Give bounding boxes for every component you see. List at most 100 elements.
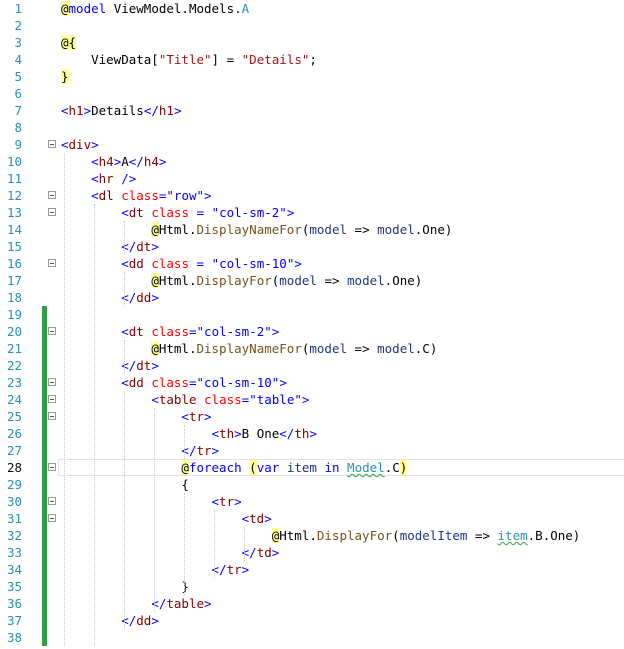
code-token: > [234, 494, 242, 509]
change-indicator-bar [42, 510, 47, 527]
code-line[interactable]: 35 } [0, 578, 624, 595]
collapse-icon[interactable] [48, 497, 56, 505]
code-line[interactable]: 9<div> [0, 136, 624, 153]
code-token: .C [384, 460, 400, 475]
code-token: modelItem [399, 528, 468, 543]
code-token: > [301, 392, 310, 407]
line-number: 31 [6, 511, 22, 526]
change-indicator-bar [42, 595, 47, 612]
line-number: 12 [6, 188, 22, 203]
code-token [61, 324, 121, 339]
line-number: 35 [6, 579, 22, 594]
code-token: .C) [414, 341, 438, 356]
code-token: "col-sm-10" [196, 375, 280, 390]
collapse-icon[interactable] [48, 514, 56, 522]
code-line[interactable]: 26 <th>B One</th> [0, 425, 624, 442]
code-line[interactable]: 25 <tr> [0, 408, 624, 425]
code-token: "Title" [158, 52, 212, 67]
code-line[interactable]: 21 @Html.DisplayNameFor(model => model.C… [0, 340, 624, 357]
collapse-icon[interactable] [48, 191, 56, 199]
code-text: @{ [61, 34, 77, 51]
collapse-icon[interactable] [48, 140, 56, 148]
code-line[interactable]: 30 <tr> [0, 493, 624, 510]
code-line[interactable]: 32 @Html.DisplayFor(modelItem => item.B.… [0, 527, 624, 544]
code-text: <dt class = "col-sm-2"> [61, 204, 294, 221]
code-token: @ [181, 460, 189, 475]
collapse-icon[interactable] [48, 463, 56, 471]
code-token [61, 613, 121, 628]
code-token [61, 562, 212, 577]
code-text: <h4>A</h4> [61, 153, 166, 170]
code-token: ( [301, 222, 310, 237]
code-line[interactable]: 19 [0, 306, 624, 323]
code-line[interactable]: 16 <dd class = "col-sm-10"> [0, 255, 624, 272]
collapse-icon[interactable] [48, 259, 56, 267]
change-indicator-bar [42, 629, 47, 646]
code-token: Model [347, 460, 385, 475]
line-number: 36 [6, 596, 22, 611]
code-token: </ [279, 426, 295, 441]
code-token: => [316, 273, 348, 288]
code-line[interactable]: 12 <dl class="row"> [0, 187, 624, 204]
code-text: <tr> [61, 493, 242, 510]
code-text: } [61, 578, 189, 595]
code-token: B One [241, 426, 280, 441]
code-token: table [166, 596, 205, 611]
code-token: DisplayNameFor [196, 341, 302, 356]
code-line[interactable]: 36 </table> [0, 595, 624, 612]
code-token: < [91, 188, 99, 203]
code-text: @model ViewModel.Models.A [61, 0, 249, 17]
code-line[interactable]: 1@model ViewModel.Models.A [0, 0, 624, 17]
code-line[interactable]: 7<h1>Details</h1> [0, 102, 624, 119]
code-line[interactable]: 13 <dt class = "col-sm-2"> [0, 204, 624, 221]
collapse-icon[interactable] [48, 208, 56, 216]
code-line[interactable]: 22 </dt> [0, 357, 624, 374]
code-text: @foreach (var item in Model.C) [61, 459, 408, 476]
collapse-icon[interactable] [48, 412, 56, 420]
code-text: <dt class="col-sm-2"> [61, 323, 279, 340]
code-token: > [158, 154, 167, 169]
line-number: 29 [6, 477, 22, 492]
code-line[interactable]: 17 @Html.DisplayFor(model => model.One) [0, 272, 624, 289]
code-line[interactable]: 38 [0, 629, 624, 646]
code-token: Html. [158, 341, 197, 356]
code-line[interactable]: 6 [0, 85, 624, 102]
code-token: => [467, 528, 498, 543]
code-token: class [151, 256, 189, 271]
code-text: @Html.DisplayNameFor(model => model.One) [61, 221, 452, 238]
code-line[interactable]: 3@{ [0, 34, 624, 51]
code-token: > [279, 375, 287, 390]
code-line[interactable]: 5} [0, 68, 624, 85]
change-indicator-bar [42, 323, 47, 340]
code-line[interactable]: 34 </tr> [0, 561, 624, 578]
line-number: 19 [6, 307, 22, 322]
code-line[interactable]: 11 <hr /> [0, 170, 624, 187]
collapse-icon[interactable] [48, 378, 56, 386]
code-line[interactable]: 8 [0, 119, 624, 136]
code-token: class [151, 375, 189, 390]
code-line[interactable]: 10 <h4>A</h4> [0, 153, 624, 170]
collapse-icon[interactable] [48, 327, 56, 335]
indent-guide [214, 510, 215, 578]
current-line-highlight [58, 459, 624, 476]
code-token: ] = [211, 52, 242, 67]
code-line[interactable]: 2 [0, 17, 624, 34]
code-line[interactable]: 20 <dt class="col-sm-2"> [0, 323, 624, 340]
indent-guide [154, 408, 155, 612]
code-line[interactable]: 31 <td> [0, 510, 624, 527]
change-indicator-bar [42, 340, 47, 357]
code-line[interactable]: 27 </tr> [0, 442, 624, 459]
code-line[interactable]: 29 { [0, 476, 624, 493]
code-token [61, 596, 151, 611]
change-indicator-bar [42, 527, 47, 544]
collapse-icon[interactable] [48, 395, 56, 403]
code-line[interactable]: 28 @foreach (var item in Model.C) [0, 459, 624, 476]
code-line[interactable]: 33 </td> [0, 544, 624, 561]
code-line[interactable]: 24 <table class="table"> [0, 391, 624, 408]
code-line[interactable]: 23 <dd class="col-sm-10"> [0, 374, 624, 391]
code-line[interactable]: 14 @Html.DisplayNameFor(model => model.O… [0, 221, 624, 238]
code-token [61, 341, 151, 356]
code-line[interactable]: 4 ViewData["Title"] = "Details"; [0, 51, 624, 68]
code-token: dt [136, 239, 152, 254]
